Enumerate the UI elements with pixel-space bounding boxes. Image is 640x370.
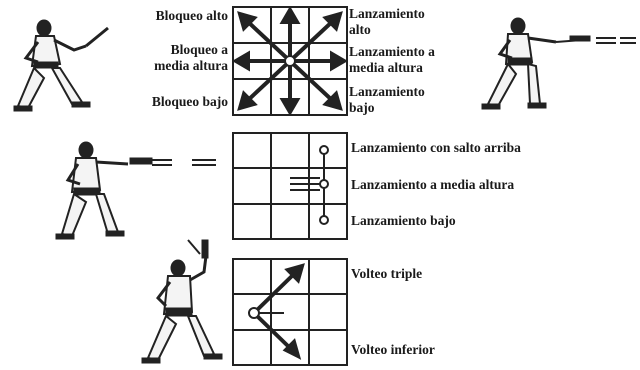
karate-fighter-throw-icon xyxy=(55,141,216,240)
label-low-block: Bloqueo bajo xyxy=(151,94,228,109)
label-triple-flip: Volteo triple xyxy=(351,266,423,281)
nunchaku-icon xyxy=(141,239,223,364)
karate-fighter-block-icon xyxy=(13,19,109,112)
label-high-throw: Lanzamiento alto xyxy=(349,6,425,37)
jump-throw-grid xyxy=(232,132,348,240)
label-high-block: Bloqueo alto xyxy=(155,8,228,23)
label-low-flip: Volteo inferior xyxy=(351,342,435,357)
karate-fighter-throw-icon xyxy=(481,17,636,110)
flip-grid xyxy=(232,258,348,366)
block-throw-grid xyxy=(232,6,348,116)
label-low-throw: Lanzamiento bajo xyxy=(349,84,425,115)
label-low-throw-2: Lanzamiento bajo xyxy=(351,213,456,228)
label-mid-throw: Lanzamiento a media altura xyxy=(349,44,435,75)
label-mid-block: Bloqueo a media altura xyxy=(154,42,228,73)
label-mid-throw-2: Lanzamiento a media altura xyxy=(351,177,515,192)
label-jump-high-throw: Lanzamiento con salto arriba xyxy=(351,140,521,155)
